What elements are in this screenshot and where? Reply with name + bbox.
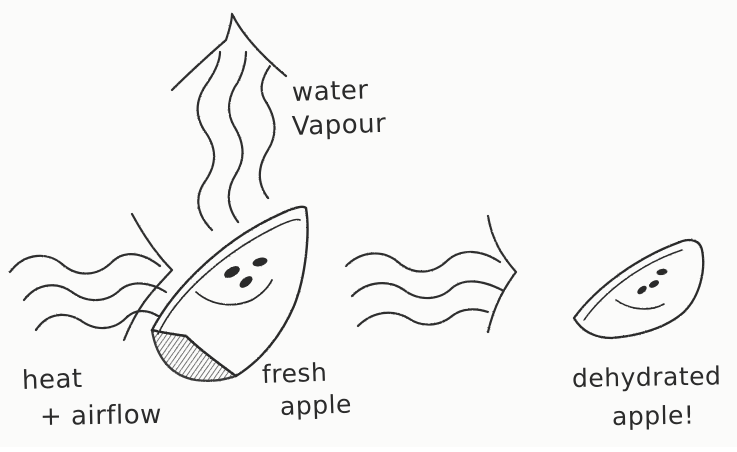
airflow-left-wave-2 <box>24 283 166 300</box>
dehydrated-apple-seed-3 <box>657 269 668 276</box>
vapour-up-arrow-icon <box>172 14 286 230</box>
dehydrated-apple-label-line2: apple! <box>612 403 695 429</box>
fresh-apple-seed-3 <box>252 257 267 267</box>
vapour-wave-1 <box>198 52 220 230</box>
fresh-apple-core-curve <box>196 280 272 305</box>
dehydrated-apple-core-curve <box>616 300 664 309</box>
fresh-apple-seed-2 <box>238 275 253 289</box>
dehydrated-apple-inner-line <box>584 250 682 320</box>
airflow-right-arrowhead <box>488 216 516 332</box>
heat-label-line1: heat <box>22 366 83 394</box>
heat-label-line2: + airflow <box>40 402 162 430</box>
fresh-apple-label-line2: apple <box>280 391 353 418</box>
vapour-arrowhead <box>172 14 286 90</box>
airflow-right-wave-1 <box>346 252 500 272</box>
vapour-wave-2 <box>229 52 246 222</box>
dehydrated-apple-seed-1 <box>636 285 647 295</box>
water-vapour-label-line2: Vapour <box>292 111 387 140</box>
airflow-left-wave-3 <box>36 311 158 330</box>
dehydrated-apple-icon <box>574 240 703 338</box>
fresh-apple-seed-1 <box>223 265 241 280</box>
airflow-left-arrow-icon <box>10 214 172 340</box>
dehydrated-apple-label-line1: dehydrated <box>572 363 722 391</box>
airflow-right-wave-2 <box>352 281 502 298</box>
airflow-right-wave-3 <box>358 309 488 326</box>
vapour-wave-3 <box>260 66 275 198</box>
water-vapour-label-line1: water <box>292 77 369 106</box>
fresh-apple-label-line1: fresh <box>262 360 328 387</box>
dehydrated-apple-seed-2 <box>648 279 659 289</box>
fresh-apple-icon <box>152 207 308 381</box>
airflow-left-wave-1 <box>10 254 160 273</box>
airflow-right-arrow-icon <box>346 216 516 332</box>
fresh-apple-skin-shade <box>152 330 236 381</box>
